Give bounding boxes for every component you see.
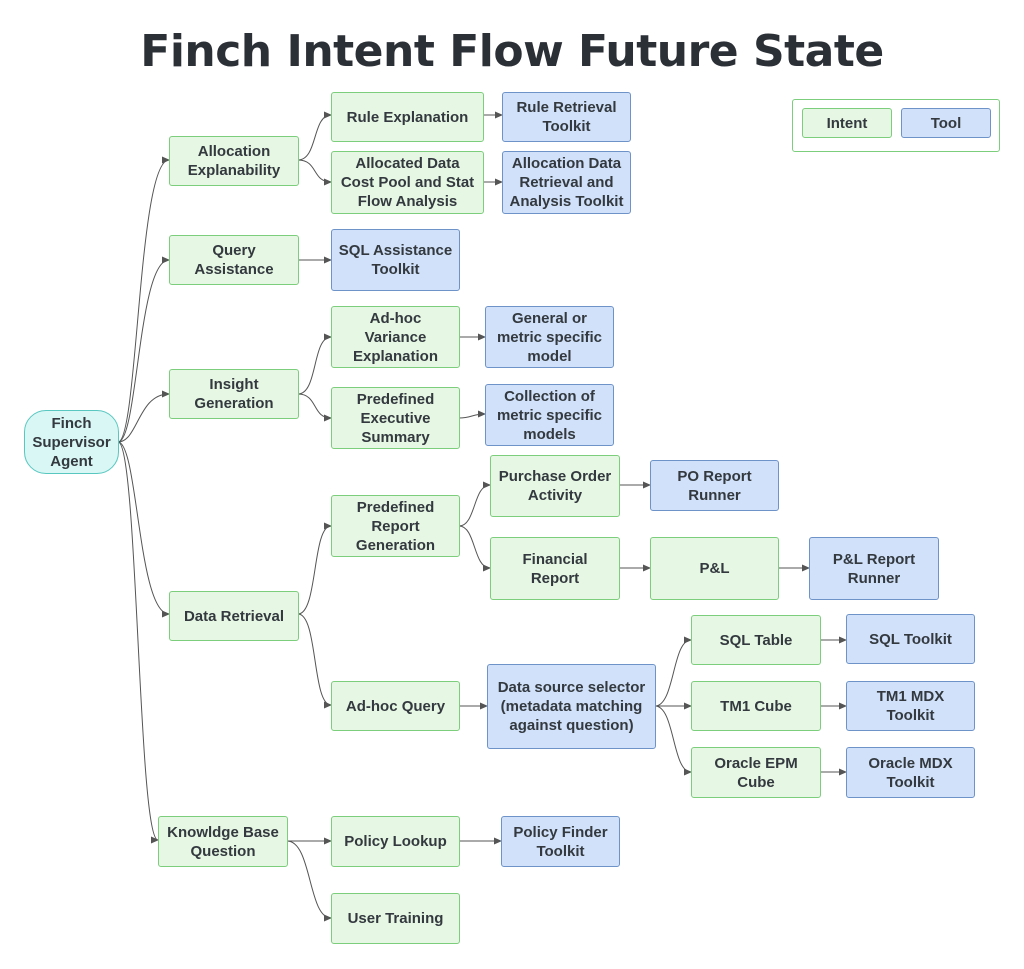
node-rule-explanation: Rule Explanation: [331, 92, 484, 142]
node-allocated-data-analysis: Allocated Data Cost Pool and Stat Flow A…: [331, 151, 484, 214]
node-sql-assistance-toolkit: SQL Assistance Toolkit: [331, 229, 460, 291]
node-query-assistance: Query Assistance: [169, 235, 299, 285]
edge-exec-models: [458, 410, 486, 419]
node-pl-report-runner: P&L Report Runner: [809, 537, 939, 600]
legend-tool-swatch: Tool: [901, 108, 991, 138]
edge-insight-exec: [297, 393, 332, 422]
node-collection-metric-models: Collection of metric specific models: [485, 384, 614, 446]
node-tm1-cube: TM1 Cube: [691, 681, 821, 731]
edge-knowledge-training: [286, 840, 332, 922]
node-rule-retrieval-toolkit: Rule Retrieval Toolkit: [502, 92, 631, 142]
node-policy-finder-toolkit: Policy Finder Toolkit: [501, 816, 620, 867]
node-predefined-executive-summary: Predefined Executive Summary: [331, 387, 460, 449]
node-general-metric-model: General or metric specific model: [485, 306, 614, 368]
legend-intent-swatch: Intent: [802, 108, 892, 138]
node-allocation-data-toolkit: Allocation Data Retrieval and Analysis T…: [502, 151, 631, 214]
edge-predefined-financial: [458, 525, 491, 572]
diagram-title: Finch Intent Flow Future State: [140, 26, 884, 77]
node-predefined-report-generation: Predefined Report Generation: [331, 495, 460, 557]
node-adhoc-variance-explanation: Ad-hoc Variance Explanation: [331, 306, 460, 368]
edge-root-query: [117, 256, 170, 443]
edge-predefined-po: [458, 481, 491, 527]
node-allocation-explanability: Allocation Explanability: [169, 136, 299, 186]
edge-root-allocation: [117, 156, 170, 443]
edge-selector-oracle: [654, 705, 692, 776]
edge-allocation-allocated: [297, 159, 332, 186]
node-oracle-epm-cube: Oracle EPM Cube: [691, 747, 821, 798]
node-data-source-selector: Data source selector (metadata matching …: [487, 664, 656, 749]
edge-insight-variance: [297, 333, 332, 395]
edge-dataretrieval-predefined: [297, 522, 332, 615]
node-purchase-order-activity: Purchase Order Activity: [490, 455, 620, 517]
edge-root-dataretrieval: [117, 441, 170, 618]
node-knowledge-base-question: Knowldge Base Question: [158, 816, 288, 867]
node-adhoc-query: Ad-hoc Query: [331, 681, 460, 731]
edge-allocation-rule: [297, 111, 332, 161]
legend: Intent Tool: [792, 99, 1000, 152]
edge-root-knowledge: [117, 441, 159, 844]
node-sql-toolkit: SQL Toolkit: [846, 614, 975, 664]
node-oracle-mdx-toolkit: Oracle MDX Toolkit: [846, 747, 975, 798]
node-sql-table: SQL Table: [691, 615, 821, 665]
edge-root-insight: [117, 390, 170, 443]
node-finch-supervisor-agent: Finch Supervisor Agent: [24, 410, 119, 474]
node-pl: P&L: [650, 537, 779, 600]
node-financial-report: Financial Report: [490, 537, 620, 600]
node-user-training: User Training: [331, 893, 460, 944]
node-data-retrieval: Data Retrieval: [169, 591, 299, 641]
node-tm1-mdx-toolkit: TM1 MDX Toolkit: [846, 681, 975, 731]
edge-dataretrieval-adhoc: [297, 613, 332, 709]
edge-selector-sql: [654, 636, 692, 707]
node-po-report-runner: PO Report Runner: [650, 460, 779, 511]
node-insight-generation: Insight Generation: [169, 369, 299, 419]
node-policy-lookup: Policy Lookup: [331, 816, 460, 867]
